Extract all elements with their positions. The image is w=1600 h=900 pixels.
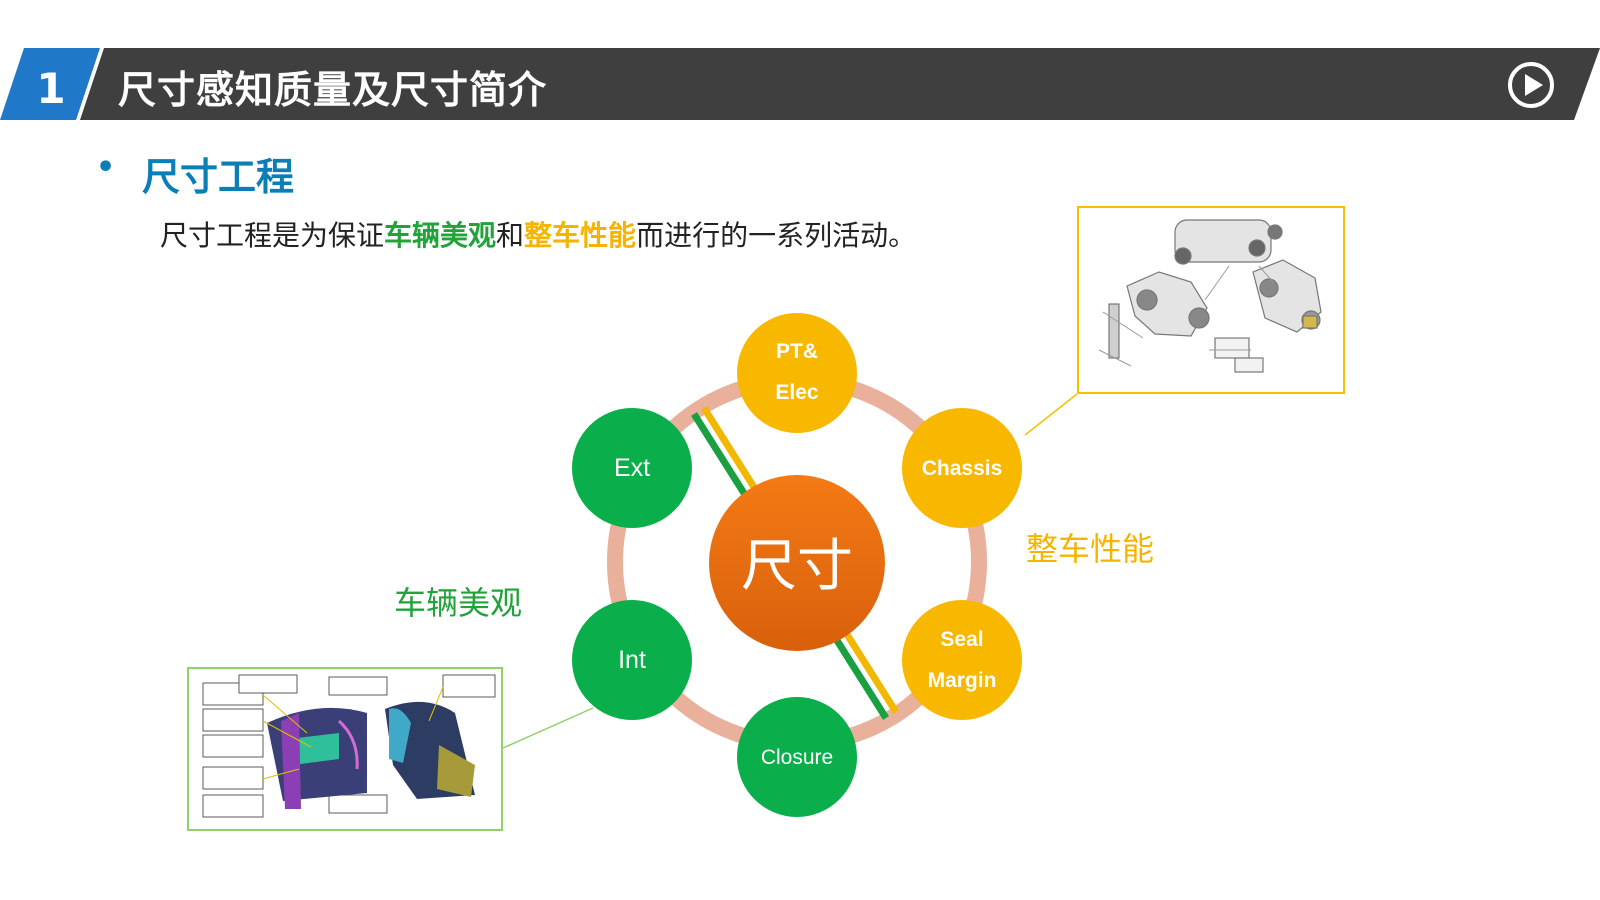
section-number: 1 (36, 64, 66, 113)
chassis-callout-line (1024, 393, 1078, 436)
intro-part-1: 尺寸工程是为保证 (160, 219, 385, 252)
center-node (709, 475, 885, 651)
intro-highlight-vehicle: 车辆美观 (384, 219, 497, 252)
center-label: 尺寸 (741, 534, 853, 599)
node-ext: Ext (572, 408, 692, 528)
page-title: 尺寸感知质量及尺寸简介 (118, 68, 548, 112)
intro-highlight-performance: 整车性能 (524, 219, 637, 252)
section-heading: 尺寸工程 (142, 155, 295, 199)
intro-part-3: 而进行的一系列活动。 (636, 219, 917, 252)
node-pt-elec-line2: Elec (775, 381, 819, 404)
node-seal-margin-line2: Margin (928, 669, 997, 692)
node-int: Int (572, 600, 692, 720)
node-seal-margin-line1: Seal (940, 628, 983, 651)
node-closure-label: Closure (761, 746, 833, 769)
node-chassis: Chassis (902, 408, 1022, 528)
node-seal-margin: Seal Margin (902, 600, 1022, 720)
intro-sentence: 尺寸工程是为保证车辆美观和整车性能而进行的一系列活动。 (160, 214, 916, 254)
node-pt-elec: PT& Elec (737, 313, 857, 433)
intro-part-2: 和 (496, 219, 525, 252)
node-chassis-label: Chassis (922, 457, 1003, 480)
interior-callout-line (502, 707, 594, 749)
interior-drawing (202, 674, 496, 818)
bullet-marker: • (96, 150, 116, 185)
play-circle-icon[interactable] (1506, 60, 1556, 110)
node-pt-elec-line1: PT& (776, 340, 818, 363)
node-int-label: Int (618, 646, 646, 674)
vehicle-appearance-label: 车辆美观 (394, 584, 523, 622)
node-ext-label: Ext (614, 454, 650, 482)
vehicle-performance-label: 整车性能 (1026, 530, 1155, 568)
chassis-illustration (1077, 206, 1345, 394)
interior-illustration (187, 667, 503, 831)
node-closure: Closure (737, 697, 857, 817)
chassis-drawing (1098, 219, 1322, 373)
